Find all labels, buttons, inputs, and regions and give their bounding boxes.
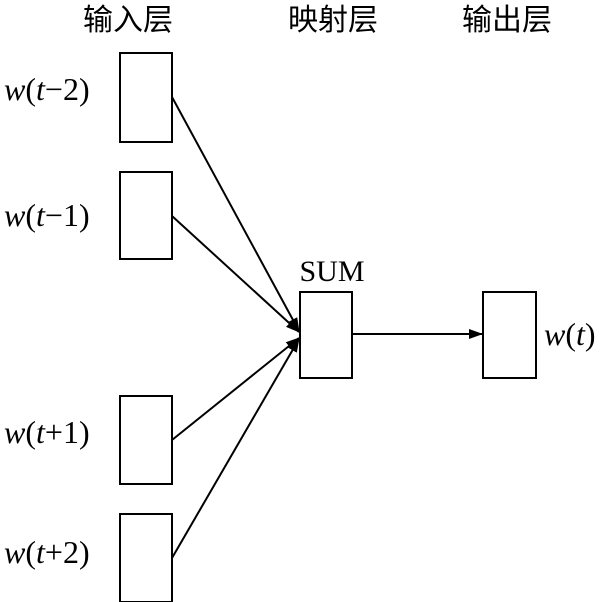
sum-node (299, 291, 353, 379)
input-node-t-plus-1 (119, 395, 173, 485)
input-layer-title: 输入层 (83, 3, 173, 38)
output-layer-title: 输出层 (462, 3, 552, 38)
input-label-t-minus-2: w(t−2) (4, 71, 90, 107)
input-label-t-plus-1: w(t+1) (4, 414, 90, 450)
edge-input-t-minus-1-to-sum (171, 215, 300, 333)
edge-input-t-plus-2-to-sum (171, 338, 300, 559)
output-label: w(t) (544, 316, 596, 352)
input-label-t-plus-2: w(t+2) (4, 534, 90, 570)
input-node-t-plus-2 (119, 513, 173, 602)
edge-input-t-plus-1-to-sum (171, 337, 300, 441)
input-label-t-minus-1: w(t−1) (4, 197, 90, 233)
output-node (482, 291, 537, 379)
sum-label: SUM (299, 255, 364, 288)
input-node-t-minus-1 (119, 171, 173, 260)
edge-input-t-minus-2-to-sum (171, 96, 300, 332)
input-node-t-minus-2 (119, 52, 173, 143)
projection-layer-title: 映射层 (288, 3, 378, 38)
